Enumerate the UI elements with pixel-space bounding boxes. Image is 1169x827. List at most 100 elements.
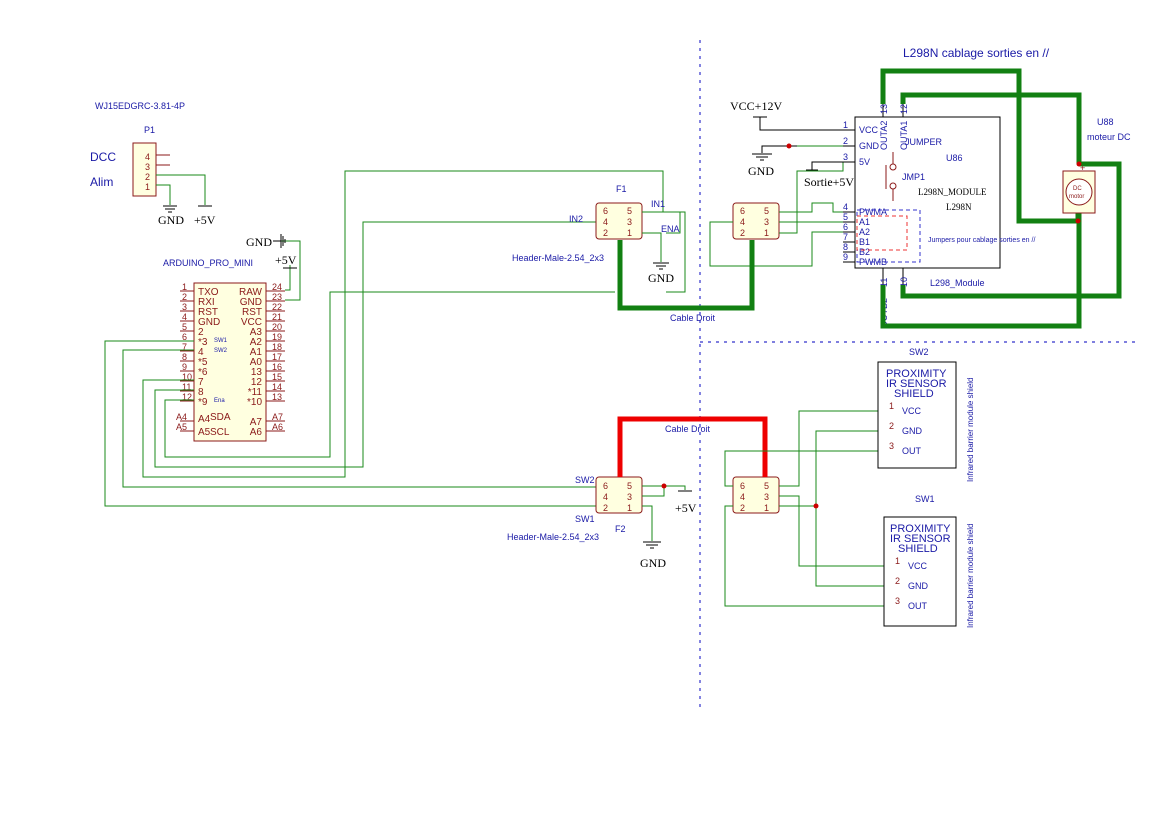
arduino-pin-label: A0 (250, 357, 263, 368)
sensor-sw1-side: Infrared barrier module shield (966, 524, 975, 629)
f1-pin-6: 6 (603, 206, 608, 216)
p1-pin-2: 2 (145, 172, 150, 182)
f2m-pin-4: 4 (740, 492, 745, 502)
f2-part: Header-Male-2.54_2x3 (507, 532, 599, 542)
arduino-pin-num: 7 (182, 342, 187, 352)
l298n-name: L298N_MODULE (918, 187, 987, 197)
f1m-pin-6: 6 (740, 206, 745, 216)
p1-pin-3: 3 (145, 162, 150, 172)
f1-pin-2: 2 (603, 228, 608, 238)
arduino-pin-num: 9 (182, 362, 187, 372)
sensor-sw1-vcc: VCC (908, 561, 928, 571)
arduino-pin-num: 20 (272, 322, 282, 332)
arduino-pin-label: VCC (241, 317, 262, 328)
f1-gnd: GND (648, 271, 674, 285)
arduino-pin-label: RST (242, 307, 262, 318)
arduino-pin-label: *10 (247, 397, 262, 408)
f2-sw2: SW2 (575, 475, 595, 485)
f1-body (595, 202, 643, 240)
f1m-pin-2: 2 (740, 228, 745, 238)
l298n-pin-label: B2 (859, 247, 870, 257)
l298n-pin-num: 10 (899, 277, 909, 287)
motor-u88: U88 moteur DC DC motor + (1062, 117, 1131, 224)
f1m-pin-3: 3 (764, 217, 769, 227)
p1-gnd: GND (158, 213, 184, 227)
l298n-jumpers-note: Jumpers pour cablage sorties en // (928, 237, 1035, 244)
l298n-gnd: GND (748, 164, 774, 178)
arduino-pin-num: 6 (182, 332, 187, 342)
f2-pin-6: 6 (603, 481, 608, 491)
l298n-pin-label: OUTA2 (879, 121, 889, 150)
arduino-pin-num: 18 (272, 342, 282, 352)
arduino-pin-num: 21 (272, 312, 282, 322)
motor-body-motor: motor (1069, 194, 1084, 200)
l298n-body (854, 116, 1001, 269)
sensor-sw2-title-1: PROXIMITY (886, 368, 947, 380)
arduino-pin-num: 12 (182, 392, 192, 402)
sensor-sw2-pin-2: 2 (889, 421, 894, 431)
sensor-sw2-title-2: IR SENSOR (886, 378, 947, 390)
f1-pin-1: 1 (627, 228, 632, 238)
arduino-name: ARDUINO_PRO_MINI (163, 258, 253, 268)
l298n-ref: U86 (946, 153, 963, 163)
arduino-pin-label: 7 (198, 377, 204, 388)
motor-name: moteur DC (1087, 132, 1131, 142)
arduino-pin-label: SDA (210, 412, 231, 423)
f1m-pin-5: 5 (764, 206, 769, 216)
arduino-pin-num: 19 (272, 332, 282, 342)
arduino-pin-label: *6 (198, 367, 208, 378)
arduino-pin-label: A7 (250, 417, 263, 428)
arduino-wires (104, 170, 686, 507)
arduino-pin-num: 16 (272, 362, 282, 372)
f2m-pin-1: 1 (764, 503, 769, 513)
l298n-pin-num: 8 (843, 242, 848, 252)
sensor-sw2: SW2 PROXIMITY IR SENSOR SHIELD 1 VCC 2 G… (877, 347, 975, 482)
motor-plus: + (1080, 163, 1085, 173)
l298n-pin-label: VCC (859, 125, 879, 135)
l298n-pin-num: 4 (843, 202, 848, 212)
f2-cable: Cable Droit (665, 424, 711, 434)
arduino-pin-label: GND (240, 297, 262, 308)
arduino-pin-label: A6 (250, 427, 263, 438)
f1-mate-body (732, 202, 780, 240)
sensor-wiring (724, 410, 890, 607)
arduino-pin-num: 13 (272, 392, 282, 402)
header-f1: F1 IN1 IN2 ENA 6 4 2 5 3 1 GND Header-Ma… (512, 184, 716, 323)
f1-pin-5: 5 (627, 206, 632, 216)
l298n-pin-label: B1 (859, 237, 870, 247)
l298n-module-label: L298_Module (930, 278, 985, 288)
l298n-pin-num: 13 (879, 104, 889, 114)
arduino-pin-label: 2 (198, 327, 204, 338)
arduino-pin-num: 5 (182, 322, 187, 332)
l298n-pin-num: 6 (843, 222, 848, 232)
arduino-pin-label: GND (198, 317, 220, 328)
l298n-pin-num: 5 (843, 212, 848, 222)
arduino-pin-num: 11 (182, 382, 191, 392)
p1-pwr: +5V (194, 213, 216, 227)
arduino-net-sw2: SW2 (214, 348, 228, 354)
arduino-pin-label: TXO (198, 287, 219, 298)
f1-in1: IN1 (651, 199, 665, 209)
f2-pwr: +5V (675, 501, 697, 515)
arduino-pin-num: 17 (272, 352, 282, 362)
f2m-pin-2: 2 (740, 503, 745, 513)
arduino-pin-label: A1 (250, 347, 263, 358)
motor-body-dc: DC (1073, 186, 1082, 192)
f2-pin-3: 3 (627, 492, 632, 502)
arduino-pin-num: 2 (182, 292, 187, 302)
sensor-sw2-pin-1: 1 (889, 401, 894, 411)
arduino-pin-label: RAW (239, 287, 263, 298)
l298n-pin-num: 7 (843, 232, 848, 242)
arduino-pin-num: 10 (182, 372, 192, 382)
l298n-pin-label: GND (859, 141, 880, 151)
sensor-sw1-title-3: SHIELD (898, 543, 938, 555)
sensor-sw1-pin-2: 2 (895, 576, 900, 586)
sensor-sw1-pin-1: 1 (895, 556, 900, 566)
arduino-pin-num: A7 (272, 412, 283, 422)
f1-in2: IN2 (569, 214, 583, 224)
arduino-pin-label: RST (198, 307, 218, 318)
f1-pin-3: 3 (627, 217, 632, 227)
f2-cable-wire (617, 416, 768, 477)
l298n-sortie: Sortie+5V (804, 175, 854, 189)
